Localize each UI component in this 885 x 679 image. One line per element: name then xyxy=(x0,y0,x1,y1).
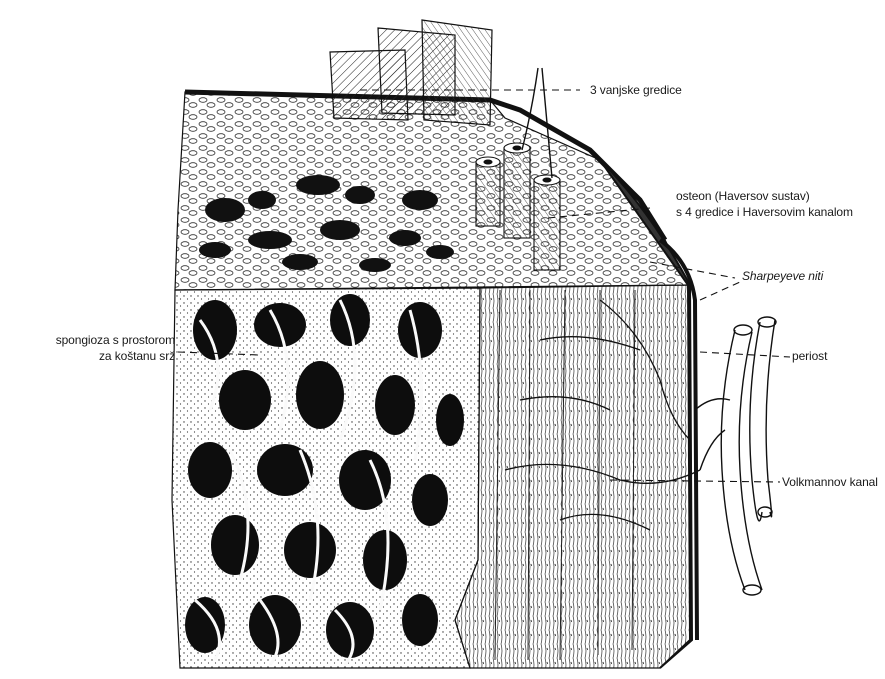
label-spongiosa-line2: za koštanu srž xyxy=(10,348,175,364)
label-spongiosa: spongioza s prostorom za koštanu srž xyxy=(10,332,175,364)
label-volkmann: Volkmannov kanal xyxy=(782,474,878,490)
external-vessels xyxy=(695,317,776,595)
label-osteon-line1: osteon (Haversov sustav) xyxy=(676,188,853,204)
outer-lamellae-plates xyxy=(330,20,492,125)
compact-bone-face xyxy=(455,285,690,668)
top-surface xyxy=(175,92,688,290)
label-spongiosa-line1: spongioza s prostorom xyxy=(10,332,175,348)
label-periosteum: periost xyxy=(792,348,827,364)
leader-periost xyxy=(700,352,790,357)
label-osteon: osteon (Haversov sustav) s 4 gredice i H… xyxy=(676,188,853,220)
label-osteon-line2: s 4 gredice i Haversovim kanalom xyxy=(676,204,853,220)
label-outer-lamellae: 3 vanjske gredice xyxy=(590,82,682,98)
leader-sharpey-2 xyxy=(700,282,740,300)
label-sharpey: Sharpeyeve niti xyxy=(742,268,823,284)
